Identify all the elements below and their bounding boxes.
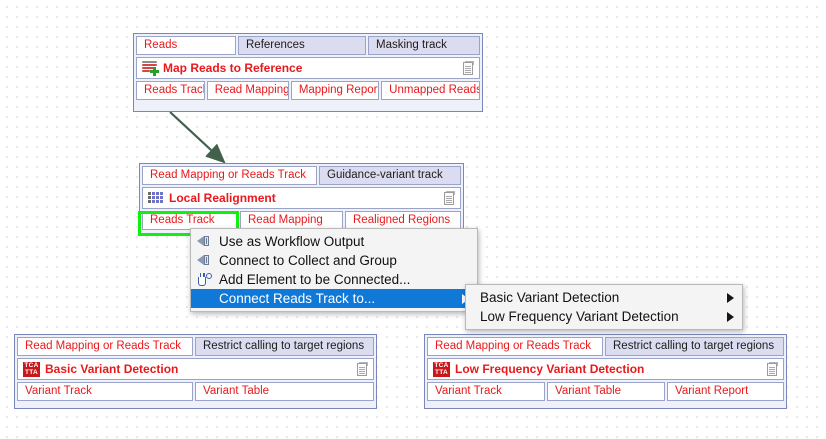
context-menu[interactable]: Use as Workflow Output Connect to Collec…	[190, 228, 478, 312]
element-title-row-map-reads[interactable]: Map Reads to Reference	[136, 57, 480, 79]
workflow-output-icon	[197, 235, 213, 248]
menu-item-label: Low Frequency Variant Detection	[480, 309, 679, 324]
input-port-read-mapping-or-reads-track[interactable]: Read Mapping or Reads Track	[17, 337, 193, 356]
port-label: Unmapped Reads	[389, 84, 480, 96]
element-title: Basic Variant Detection	[45, 362, 179, 376]
input-port-row: Read Mapping or Reads Track Restrict cal…	[17, 337, 374, 356]
element-title: Local Realignment	[169, 191, 276, 205]
input-port-read-mapping-or-reads-track[interactable]: Read Mapping or Reads Track	[427, 337, 603, 356]
port-label: Read Mapping or Reads Track	[25, 340, 181, 352]
output-port-row: Variant Track Variant Table	[17, 382, 374, 401]
chevron-right-icon	[727, 311, 734, 322]
port-label: Variant Table	[203, 385, 270, 397]
port-label: Read Mapping	[214, 84, 289, 96]
input-port-row: Read Mapping or Reads Track Restrict cal…	[427, 337, 784, 356]
element-title: Map Reads to Reference	[163, 61, 303, 75]
tca-tta-icon: TCA TTA	[23, 361, 40, 377]
port-label: Reads Track	[150, 214, 215, 226]
output-port-variant-report[interactable]: Variant Report	[667, 382, 784, 401]
workflow-element-basic-variant-detection[interactable]: Read Mapping or Reads Track Restrict cal…	[14, 334, 377, 409]
input-port-reads[interactable]: Reads	[136, 36, 236, 55]
output-port-row: Variant Track Variant Table Variant Repo…	[427, 382, 784, 401]
menu-item-label: Add Element to be Connected...	[219, 272, 411, 287]
port-label: Variant Track	[435, 385, 502, 397]
menu-item-label: Connect to Collect and Group	[219, 253, 397, 268]
port-label: Restrict calling to target regions	[203, 340, 365, 352]
document-icon[interactable]	[356, 361, 369, 377]
output-port-reads-track[interactable]: Reads Track	[142, 211, 238, 230]
menu-item-label: Use as Workflow Output	[219, 234, 365, 249]
output-port-variant-track[interactable]: Variant Track	[427, 382, 545, 401]
plug-icon	[197, 272, 213, 287]
document-icon[interactable]	[766, 361, 779, 377]
input-port-restrict-calling-to-target-regions[interactable]: Restrict calling to target regions	[605, 337, 784, 356]
menu-item-use-as-workflow-output[interactable]: Use as Workflow Output	[191, 232, 477, 251]
output-port-row: Reads Track Read Mapping Mapping Report …	[136, 81, 480, 100]
element-title-row-basic-variant-detection[interactable]: TCA TTA Basic Variant Detection	[17, 358, 374, 380]
output-port-reads-track[interactable]: Reads Track	[136, 81, 205, 100]
input-port-masking-track[interactable]: Masking track	[368, 36, 480, 55]
context-submenu-connect-reads-track-to[interactable]: Basic Variant Detection Low Frequency Va…	[465, 284, 743, 330]
menu-item-label: Connect Reads Track to...	[219, 291, 376, 306]
realignment-icon	[148, 192, 164, 204]
port-label: Read Mapping or Reads Track	[150, 169, 306, 181]
map-reads-icon	[142, 61, 159, 76]
element-title-row-low-frequency-variant-detection[interactable]: TCA TTA Low Frequency Variant Detection	[427, 358, 784, 380]
port-label: Read Mapping or Reads Track	[435, 340, 591, 352]
port-label: Masking track	[376, 39, 447, 51]
input-port-read-mapping-or-reads-track[interactable]: Read Mapping or Reads Track	[142, 166, 317, 185]
menu-item-add-element-to-be-connected[interactable]: Add Element to be Connected...	[191, 270, 477, 289]
workflow-element-low-frequency-variant-detection[interactable]: Read Mapping or Reads Track Restrict cal…	[424, 334, 787, 409]
tca-icon-line1: TCA	[24, 362, 39, 369]
menu-item-connect-reads-track-to[interactable]: Connect Reads Track to...	[191, 289, 477, 308]
element-title: Low Frequency Variant Detection	[455, 362, 645, 376]
port-label: Variant Report	[675, 385, 749, 397]
port-label: Variant Track	[25, 385, 92, 397]
port-label: Reads Track	[144, 84, 205, 96]
input-port-row: Reads References Masking track	[136, 36, 480, 55]
submenu-item-basic-variant-detection[interactable]: Basic Variant Detection	[466, 288, 742, 307]
tca-icon-line2: TTA	[24, 369, 39, 376]
document-icon[interactable]	[443, 190, 456, 206]
output-port-variant-track[interactable]: Variant Track	[17, 382, 193, 401]
input-port-row: Read Mapping or Reads Track Guidance-var…	[142, 166, 461, 185]
menu-icon-placeholder	[197, 292, 213, 306]
port-label: Read Mapping	[248, 214, 323, 226]
port-label: Realigned Regions	[353, 214, 451, 226]
workflow-output-icon	[197, 254, 213, 267]
port-label: References	[246, 39, 305, 51]
output-port-row: Reads Track Read Mapping Realigned Regio…	[142, 211, 461, 230]
port-label: Reads	[144, 39, 178, 51]
tca-icon-line1: TCA	[434, 362, 449, 369]
output-port-mapping-report[interactable]: Mapping Report	[290, 81, 380, 100]
tca-icon-line2: TTA	[434, 369, 449, 376]
document-icon[interactable]	[462, 60, 475, 76]
input-port-restrict-calling-to-target-regions[interactable]: Restrict calling to target regions	[195, 337, 374, 356]
output-port-variant-table[interactable]: Variant Table	[195, 382, 374, 401]
output-port-variant-table[interactable]: Variant Table	[547, 382, 665, 401]
port-label: Mapping Report	[298, 84, 380, 96]
submenu-item-low-frequency-variant-detection[interactable]: Low Frequency Variant Detection	[466, 307, 742, 326]
menu-item-label: Basic Variant Detection	[480, 290, 620, 305]
workflow-element-local-realignment[interactable]: Read Mapping or Reads Track Guidance-var…	[139, 163, 464, 235]
output-port-read-mapping[interactable]: Read Mapping	[240, 211, 343, 230]
workflow-element-map-reads-to-reference[interactable]: Reads References Masking track Map Reads…	[133, 33, 483, 112]
output-port-unmapped-reads[interactable]: Unmapped Reads	[381, 81, 480, 100]
tca-tta-icon: TCA TTA	[433, 361, 450, 377]
menu-item-connect-to-collect-and-group[interactable]: Connect to Collect and Group	[191, 251, 477, 270]
output-port-read-mapping[interactable]: Read Mapping	[206, 81, 289, 100]
input-port-guidance-variant-track[interactable]: Guidance-variant track	[319, 166, 461, 185]
port-label: Restrict calling to target regions	[613, 340, 775, 352]
input-port-references[interactable]: References	[238, 36, 366, 55]
port-label: Guidance-variant track	[327, 169, 443, 181]
chevron-right-icon	[727, 292, 734, 303]
element-title-row-local-realignment[interactable]: Local Realignment	[142, 187, 461, 209]
port-label: Variant Table	[555, 385, 622, 397]
